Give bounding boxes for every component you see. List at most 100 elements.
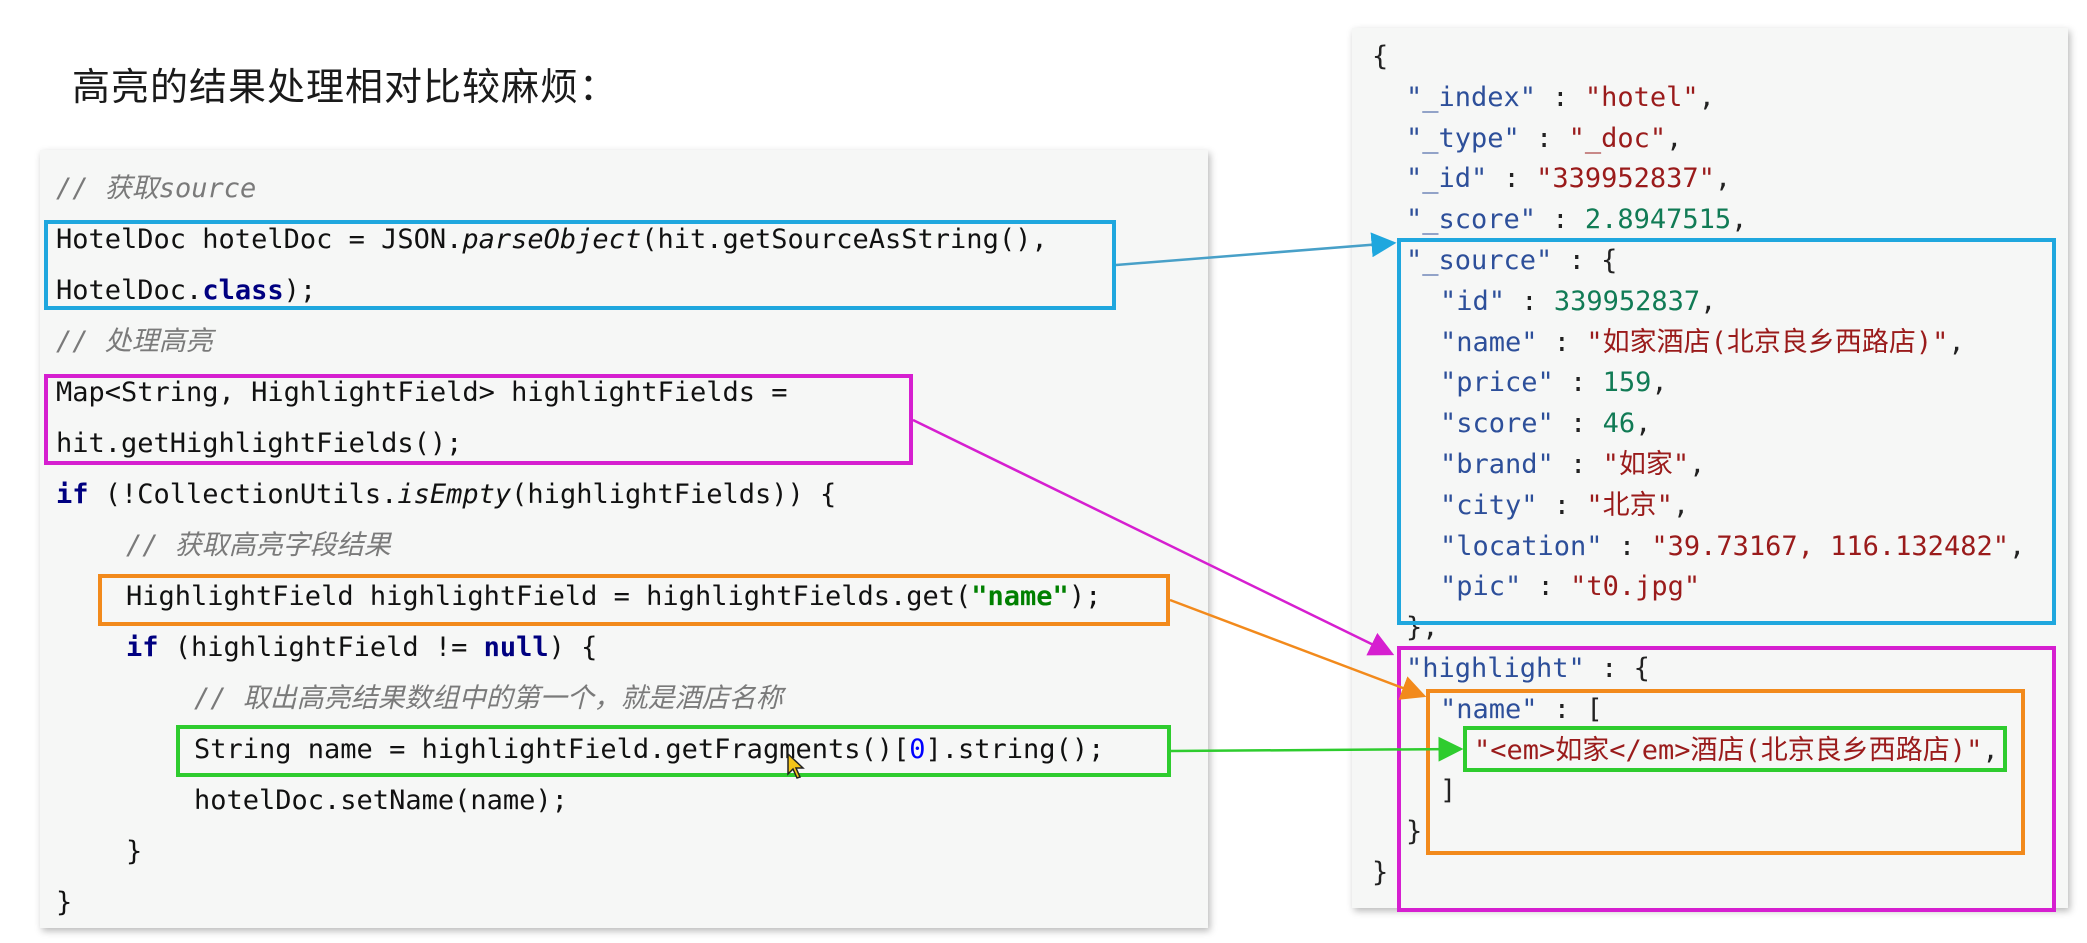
code-token: ) {	[548, 632, 598, 663]
code-line: if (!CollectionUtils.isEmpty(highlightFi…	[56, 478, 836, 512]
json-token: "id"	[1440, 285, 1506, 317]
get-fragments-code-box	[176, 725, 1171, 777]
json-line: "id" : 339952837,	[1440, 285, 1716, 319]
highlight-get-arrow	[1169, 598, 1427, 700]
json-token: "score"	[1440, 408, 1554, 440]
json-token: "_doc"	[1568, 122, 1667, 154]
json-line: "_index" : "hotel",	[1406, 81, 1715, 115]
json-token: 339952837	[1553, 285, 1701, 317]
highlight-get-code-box	[98, 574, 1170, 626]
json-token: "39.73167, 116.132482"	[1651, 530, 2009, 562]
json-line: "city" : "北京",	[1440, 489, 1689, 523]
json-token: :	[1553, 408, 1603, 440]
json-line: }	[1372, 856, 1388, 890]
fragment-json-box	[1463, 726, 2007, 772]
json-line: "pic" : "t0.jpg"	[1440, 570, 1700, 604]
json-token: "brand"	[1440, 449, 1554, 480]
json-token: 46	[1602, 408, 1636, 440]
json-line: {	[1372, 40, 1388, 74]
json-line: "highlight" : {	[1406, 652, 1650, 686]
highlight-fields-arrow	[912, 418, 1395, 656]
json-response-panel	[1352, 28, 2068, 908]
json-token: "_score"	[1406, 204, 1537, 236]
json-token: {	[1372, 41, 1389, 72]
code-token: class	[202, 275, 284, 306]
json-token: 2.8947515	[1584, 204, 1732, 236]
code-token: HotelDoc hotelDoc = JSON.	[56, 224, 463, 255]
code-token: Map<String, HighlightField> highlightFie…	[56, 377, 788, 408]
code-token: // 获取高亮字段结果	[126, 530, 391, 561]
code-token: // 获取source	[56, 173, 257, 204]
json-token: "_id"	[1406, 163, 1488, 195]
code-token: (highlightFields)) {	[511, 479, 837, 510]
json-token: "price"	[1440, 367, 1554, 399]
code-token: }	[126, 836, 143, 867]
json-line: "_id" : "339952837",	[1406, 162, 1731, 196]
json-token: : {	[1552, 245, 1618, 276]
json-token: : [	[1537, 693, 1603, 725]
code-token: // 取出高亮结果数组中的第一个，就是酒店名称	[194, 683, 783, 714]
json-token: "如家"	[1602, 449, 1690, 480]
json-token: :	[1553, 449, 1603, 480]
code-token: null	[483, 632, 549, 663]
code-token: isEmpty	[397, 479, 512, 510]
json-token: :	[1536, 81, 1585, 113]
json-token: "t0.jpg"	[1570, 571, 1701, 603]
json-token: ,	[1982, 734, 1999, 766]
json-token: :	[1537, 489, 1587, 521]
json-token: "_type"	[1406, 122, 1520, 154]
code-token: if	[56, 479, 89, 510]
code-line: hotelDoc.setName(name);	[194, 784, 568, 818]
json-token: :	[1537, 326, 1587, 358]
mouse-cursor-icon	[787, 752, 805, 779]
json-token: ,	[1948, 326, 1965, 358]
json-token: }	[1372, 857, 1389, 888]
highlight-fields-code-box	[44, 374, 913, 465]
code-line: HotelDoc.class);	[56, 274, 316, 308]
code-token: // 处理高亮	[56, 326, 213, 357]
page-title: 高亮的结果处理相对比较麻烦：	[72, 65, 619, 109]
code-token: (!CollectionUtils.	[88, 479, 398, 510]
code-line: if (highlightField != null) {	[126, 631, 597, 665]
code-line: }	[126, 835, 142, 869]
json-token: "pic"	[1440, 571, 1522, 603]
json-token: "location"	[1440, 530, 1603, 562]
json-token: ,	[1700, 285, 1717, 317]
code-line: // 取出高亮结果数组中的第一个，就是酒店名称	[194, 682, 783, 716]
json-token: ]	[1440, 775, 1457, 807]
json-token: },	[1406, 612, 1439, 644]
json-token: :	[1536, 204, 1585, 236]
code-token: HotelDoc.	[56, 275, 203, 306]
name-array-json-box	[1426, 689, 2025, 855]
json-token: ,	[1731, 204, 1748, 236]
json-line: }	[1406, 815, 1422, 849]
json-token: ,	[2008, 530, 2026, 562]
json-token: "北京"	[1586, 489, 1673, 521]
json-token: ,	[1635, 408, 1652, 440]
json-token: ,	[1672, 489, 1690, 521]
json-token: "_source"	[1406, 245, 1553, 276]
json-token: :	[1602, 530, 1652, 562]
code-token: }	[56, 887, 73, 918]
json-line: "name" : [	[1440, 693, 1603, 727]
code-line: String name = highlightField.getFragment…	[194, 733, 1104, 767]
code-line: Map<String, HighlightField> highlightFie…	[56, 376, 788, 410]
code-token: );	[1068, 581, 1102, 612]
json-token: "city"	[1440, 489, 1538, 521]
code-line: HotelDoc hotelDoc = JSON.parseObject(hit…	[56, 223, 1048, 257]
code-line: // 处理高亮	[56, 325, 213, 359]
json-token: :	[1505, 285, 1554, 317]
json-line: "<em>如家</em>酒店(北京良乡西路店)",	[1474, 734, 1999, 768]
json-line: "_score" : 2.8947515,	[1406, 203, 1747, 237]
code-token: String name = highlightField.getFragment…	[194, 734, 910, 765]
json-token: "<em>如家</em>酒店(北京良乡西路店)"	[1474, 734, 1983, 766]
code-token: if	[126, 632, 159, 663]
highlight-json-box	[1397, 646, 2056, 912]
json-token: :	[1487, 163, 1537, 195]
code-token: (hit.getSourceAsString(),	[641, 224, 1048, 255]
json-line: "_type" : "_doc",	[1406, 122, 1682, 156]
json-token: ,	[1689, 449, 1706, 480]
code-line: // 获取高亮字段结果	[126, 529, 391, 563]
source-arrow	[1115, 232, 1397, 267]
